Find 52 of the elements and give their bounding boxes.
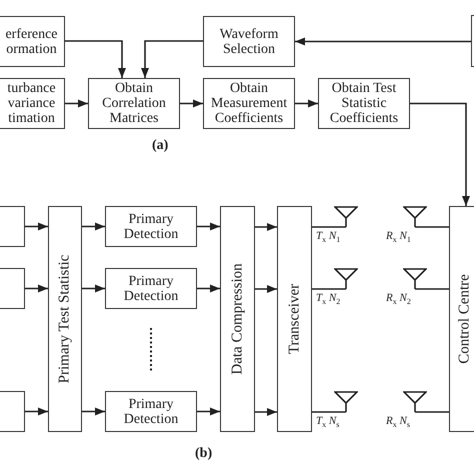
connector-arrow xyxy=(295,38,471,46)
block-label: Waveform Selection xyxy=(218,26,280,56)
antenna-label: R$_{x}$ N$_{s}$ xyxy=(386,415,410,430)
connector-arrow xyxy=(197,408,220,416)
block-label: Obtain Measurement Coefficients xyxy=(210,81,288,126)
connector-arrow xyxy=(180,100,203,108)
antenna-label: T$_{x}$ N$_{s}$ xyxy=(316,415,340,430)
antenna-label: T$_{x}$ N$_{2}$ xyxy=(316,292,340,306)
process-box xyxy=(203,16,295,67)
antenna-label: R$_{x}$ N$_{1}$ xyxy=(386,230,411,244)
vertical-block xyxy=(220,206,255,432)
block-label: Primary Detection xyxy=(122,396,180,426)
vertical-block xyxy=(48,206,82,432)
vertical-block xyxy=(277,206,312,432)
block-label: Primary Test Statistic xyxy=(56,254,74,384)
connector-arrow xyxy=(82,284,105,292)
connector-arrow xyxy=(82,408,105,416)
antenna-label: R$_{x}$ N$_{2}$ xyxy=(386,292,411,306)
connector-arrow xyxy=(25,408,48,416)
connector-arrow xyxy=(141,40,203,78)
process-box xyxy=(105,268,197,309)
block-label: Obtain Test Statistic Coefficients xyxy=(328,81,400,126)
connector-arrow xyxy=(65,100,88,108)
block-label: Primary Detection xyxy=(122,274,180,304)
connector-arrow xyxy=(410,102,470,206)
antenna-label: T$_{x}$ N$_{1}$ xyxy=(316,230,340,244)
panel-label: (b) xyxy=(195,446,212,462)
process-box xyxy=(105,206,197,247)
panel-label: (a) xyxy=(152,138,168,154)
connector-arrow xyxy=(25,284,48,292)
connector-arrow xyxy=(255,285,277,293)
process-box xyxy=(318,78,410,129)
connector-arrow xyxy=(82,222,105,230)
connector-arrow xyxy=(25,222,48,230)
connector-arrow xyxy=(255,223,277,231)
connector-arrow xyxy=(65,40,126,78)
block-label: Data Compression xyxy=(229,263,246,375)
process-box xyxy=(105,391,197,432)
process-box xyxy=(0,78,65,129)
block-label: Obtain Correlation Matrices xyxy=(101,81,167,126)
block-label: Control Centre xyxy=(456,274,474,364)
block-label: Primary Detection xyxy=(122,212,180,242)
block-label: Transceiver xyxy=(286,284,303,354)
connector-arrow xyxy=(197,222,220,230)
process-box xyxy=(88,78,180,129)
block-label: turbance variance timation xyxy=(6,81,57,126)
block-label: erference ormation xyxy=(4,26,59,56)
process-box xyxy=(203,78,295,129)
connector-arrow xyxy=(255,408,277,416)
connector-arrow xyxy=(197,284,220,292)
connector-arrow xyxy=(295,100,318,108)
process-box xyxy=(0,16,65,67)
